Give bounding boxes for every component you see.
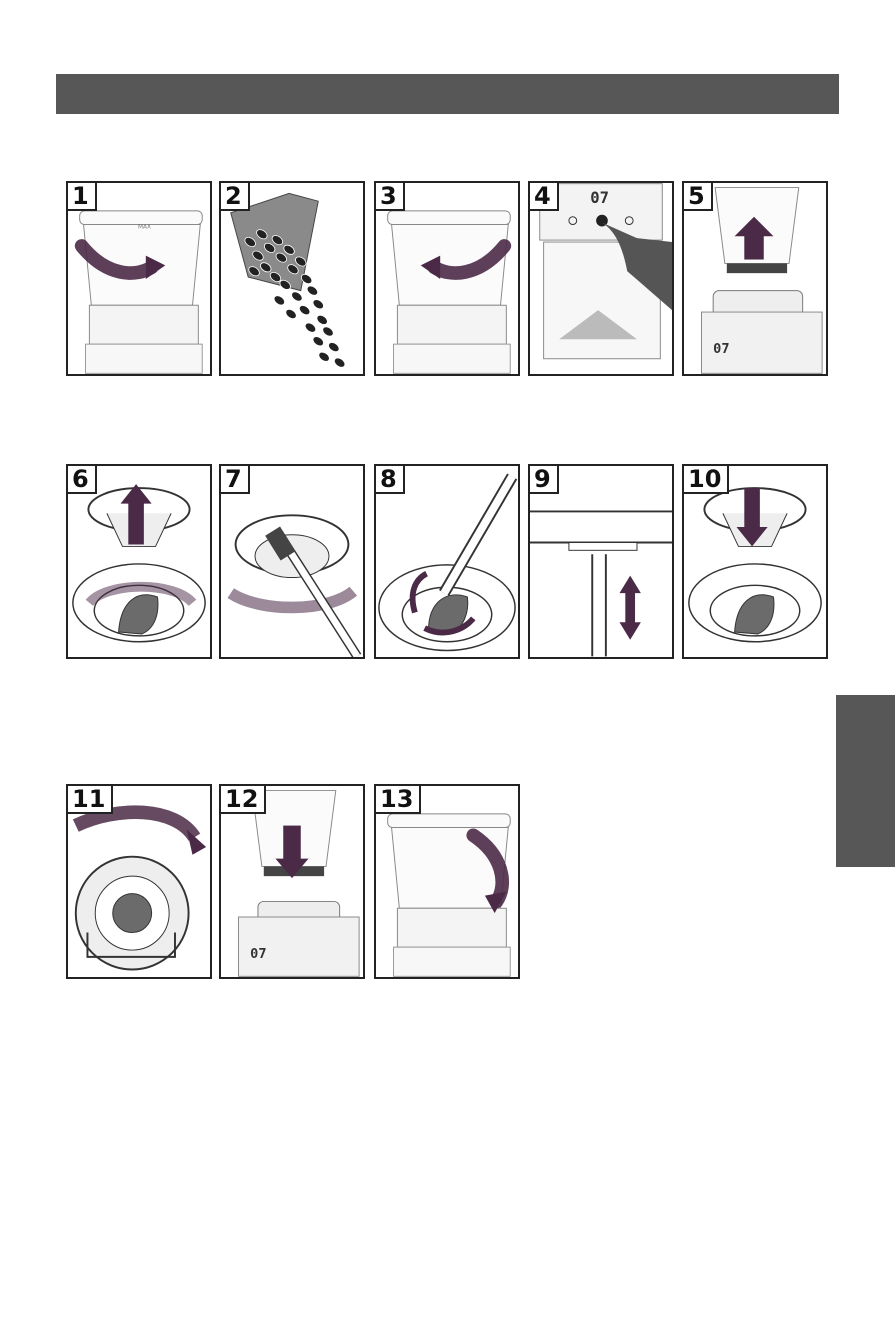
step-number: 2 [219,181,250,211]
rotate-hopper-arrow-icon [376,183,518,374]
coffee-bean [311,335,325,348]
remove-burr-icon [68,466,210,657]
display-readout: 07 [590,189,609,207]
step-number: 3 [374,181,405,211]
step-9-panel: 9 [528,464,674,659]
step-10-panel: 10 [682,464,828,659]
step-number: 7 [219,464,250,494]
step-number: 6 [66,464,97,494]
step-4-panel: 4 07 [528,181,674,376]
pour-beans-icon [221,183,363,374]
step-1-panel: 1 MAX [66,181,212,376]
rotate-hopper-arrow-icon: MAX [68,183,210,374]
coffee-bean [317,350,331,363]
step-12-panel: 12 07 [219,784,365,979]
step-11-panel: 11 [66,784,212,979]
step-number: 10 [682,464,729,494]
step-5-panel: 5 07 [682,181,828,376]
coffee-bean [305,284,319,297]
coffee-bean [290,290,304,303]
coffee-bean [284,307,298,320]
step-number: 13 [374,784,421,814]
rotate-hopper-arrow-icon [376,786,518,977]
rotate-ring-icon [68,786,210,977]
step-8-panel: 8 [374,464,520,659]
step-number: 8 [374,464,405,494]
display-readout: 07 [250,946,266,962]
insert-burr-icon [684,466,826,657]
display-readout: 07 [713,341,729,357]
step-number: 12 [219,784,266,814]
header-bar [56,74,839,114]
side-tab [836,695,895,867]
clean-brush-icon [376,466,518,657]
step-3-panel: 3 [374,181,520,376]
coffee-bean [315,313,329,326]
coffee-bean [327,341,341,354]
step-number: 4 [528,181,559,211]
up-down-arrow-icon [530,466,672,657]
hopper-mark: MAX [138,224,151,230]
coffee-bean [333,356,347,369]
step-number: 5 [682,181,713,211]
step-number: 9 [528,464,559,494]
step-number: 1 [66,181,97,211]
coffee-bean [311,298,325,311]
coffee-bean [298,304,312,317]
coffee-bean [321,325,335,338]
step-6-panel: 6 [66,464,212,659]
coffee-bean [272,294,286,307]
step-number: 11 [66,784,113,814]
press-button-icon: 07 [530,183,672,374]
clean-brush-icon [221,466,363,657]
lift-hopper-icon: 07 [684,183,826,374]
step-13-panel: 13 [374,784,520,979]
step-7-panel: 7 [219,464,365,659]
coffee-bean [303,321,317,334]
lower-hopper-icon: 07 [221,786,363,977]
step-2-panel: 2 [219,181,365,376]
